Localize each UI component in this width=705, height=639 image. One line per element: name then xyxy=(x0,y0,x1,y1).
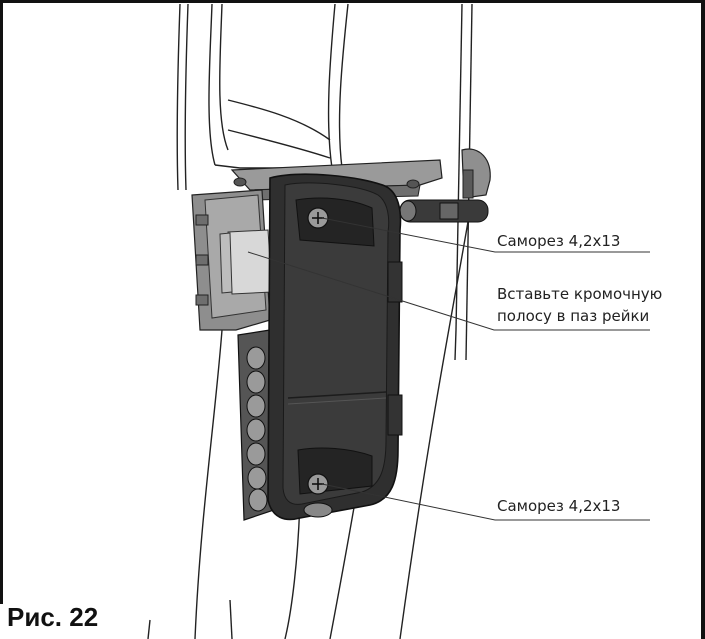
label-screw-top: Саморез 4,2х13 xyxy=(497,231,621,251)
main-housing xyxy=(267,173,403,521)
leader-lines xyxy=(247,217,650,521)
label-edge-strip-line2: полосу в паз рейки xyxy=(497,306,650,326)
figure-caption: Рис. 22 xyxy=(7,602,99,632)
left-bracket xyxy=(191,189,273,331)
screw-bottom-icon xyxy=(307,473,329,495)
leader-screw-bottom xyxy=(321,483,650,521)
leader-edge-strip xyxy=(247,251,650,331)
label-screw-bottom: Саморез 4,2х13 xyxy=(497,496,621,516)
label-edge-strip-line1: Вставьте кромочную xyxy=(497,284,663,304)
screw-top-icon xyxy=(307,207,329,229)
leader-screw-top xyxy=(321,217,650,253)
cable-chain xyxy=(237,329,275,521)
hinge-knob xyxy=(399,148,491,223)
